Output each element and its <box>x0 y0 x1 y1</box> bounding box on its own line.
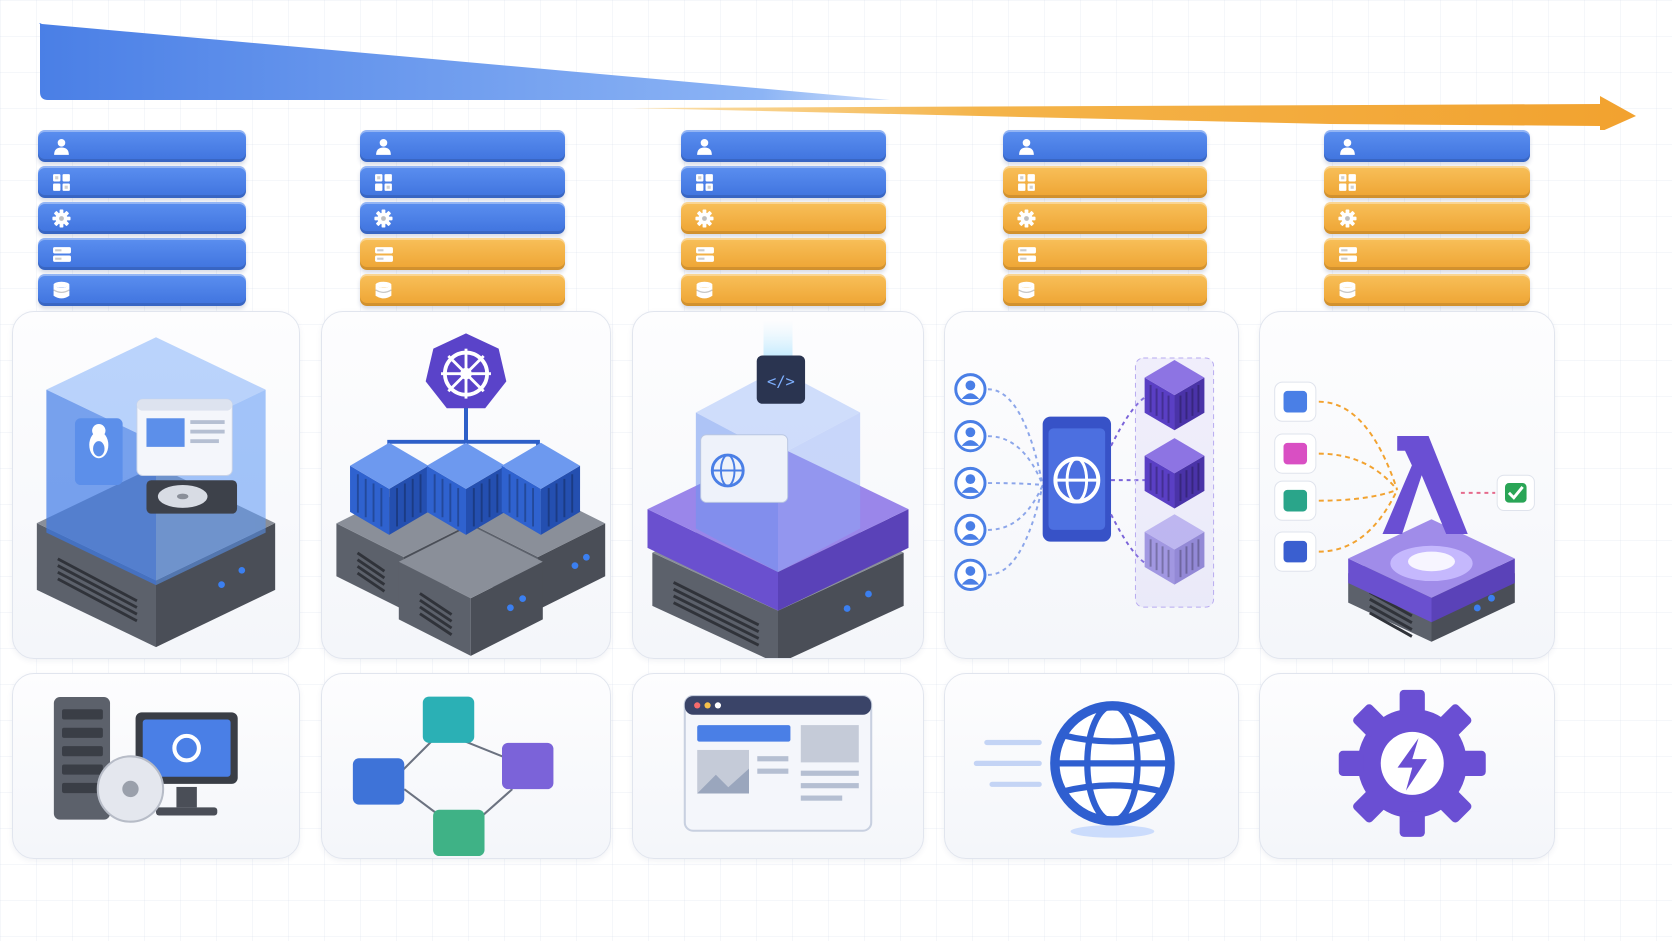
globe-speed-icon <box>973 701 1175 838</box>
database-icon <box>1274 381 1317 422</box>
gear-icon <box>52 209 71 228</box>
user-icon <box>376 139 391 155</box>
layer-bar-managed-by-provider <box>681 274 886 306</box>
layer-bar-managed-by-you <box>360 202 565 234</box>
responsibility-stack-4 <box>1003 130 1207 310</box>
layer-bar-managed-by-provider <box>360 274 565 306</box>
layer-bar-managed-by-provider <box>1003 238 1207 270</box>
user-avatar-icon <box>954 373 987 406</box>
database-icon <box>1339 281 1356 299</box>
user-icon <box>1019 139 1034 155</box>
user-avatar-icon <box>954 558 987 591</box>
server-rack-icon <box>1339 247 1357 262</box>
layer-bar-managed-by-you <box>360 166 565 198</box>
gear-icon <box>374 209 393 228</box>
layer-bar-managed-by-provider <box>1324 166 1530 198</box>
browser-window-icon <box>683 695 873 832</box>
service-icon-card-4 <box>944 673 1239 859</box>
responsibility-stack-2 <box>360 130 565 310</box>
layer-bar-managed-by-you <box>1324 130 1530 162</box>
layer-bar-managed-by-you <box>681 166 886 198</box>
app-window-icon <box>136 398 233 476</box>
code-tag-icon: </> <box>756 355 806 404</box>
calendar-icon <box>1274 433 1317 474</box>
globe-window-icon <box>700 434 789 503</box>
server-rack-icon <box>53 247 71 262</box>
responsibility-stack-1 <box>38 130 246 310</box>
user-avatar-icon <box>954 513 987 547</box>
apps-grid-icon <box>1339 174 1356 191</box>
service-icon-card-5 <box>1259 673 1555 859</box>
illustration-card-kubernetes-cluster <box>321 311 611 659</box>
kubernetes-cluster-illustration <box>336 333 606 656</box>
layer-bar-managed-by-you <box>38 274 246 306</box>
layer-bar-managed-by-you <box>38 202 246 234</box>
server-rack-icon <box>1018 247 1036 262</box>
clock-icon <box>1274 531 1317 572</box>
service-icon-card-3 <box>632 673 924 859</box>
layer-bar-managed-by-you <box>1003 130 1207 162</box>
layer-bar-managed-by-provider <box>681 238 886 270</box>
layer-bar-managed-by-provider <box>1324 274 1530 306</box>
layer-bar-managed-by-you <box>360 130 565 162</box>
lambda-event-triggers-illustration <box>1274 381 1535 642</box>
layer-bar-managed-by-provider <box>1003 166 1207 198</box>
lightning-gear-icon <box>1338 689 1486 837</box>
web-app-panel <box>1042 416 1112 542</box>
user-icon <box>1340 139 1355 155</box>
service-icon-card-1 <box>12 673 300 859</box>
managed-by-you-wedge <box>39 23 891 100</box>
layer-bar-managed-by-provider <box>1003 274 1207 306</box>
illustration-card-virtual-machine <box>12 311 300 659</box>
layer-bar-managed-by-you <box>681 130 886 162</box>
illustration-card-users-scaling-containers <box>944 311 1239 659</box>
layer-bar-managed-by-provider <box>1324 238 1530 270</box>
layer-bar-managed-by-provider <box>681 202 886 234</box>
layer-bar-managed-by-you <box>38 130 246 162</box>
server-monitor-disc-icon <box>53 697 238 823</box>
server-rack-icon <box>375 247 393 262</box>
responsibility-stack-3 <box>681 130 886 310</box>
checkmark-icon <box>1496 474 1535 511</box>
responsibility-stack-5 <box>1324 130 1530 310</box>
layer-bar-managed-by-provider <box>360 238 565 270</box>
database-icon <box>696 281 713 299</box>
managed-by-provider-arrow <box>630 96 1636 130</box>
illustration-card-lambda-event-triggers <box>1259 311 1555 659</box>
gear-icon <box>1338 209 1357 228</box>
gear-icon <box>1017 209 1036 228</box>
layer-bar-managed-by-you <box>38 166 246 198</box>
folder-icon <box>1274 480 1317 521</box>
responsibility-arrows <box>39 23 1636 130</box>
gear-icon <box>695 209 714 228</box>
virtual-machine-illustration <box>36 337 276 648</box>
layer-bar-managed-by-you <box>38 238 246 270</box>
user-icon <box>697 139 712 155</box>
apps-grid-icon <box>53 174 70 191</box>
server-rack-icon <box>696 247 714 262</box>
platform-container-illustration: </> <box>647 320 909 658</box>
user-icon <box>54 139 69 155</box>
user-avatar-icon <box>954 466 987 500</box>
connected-cubes-icon <box>352 696 554 856</box>
lambda-icon <box>1382 436 1468 534</box>
database-icon <box>375 281 392 299</box>
kubernetes-helm-icon <box>425 333 507 409</box>
disk-drive-icon <box>146 480 238 514</box>
svg-text:</>: </> <box>767 372 795 390</box>
apps-grid-icon <box>375 174 392 191</box>
apps-grid-icon <box>696 174 713 191</box>
database-icon <box>1018 281 1035 299</box>
users-scaling-containers-illustration <box>954 357 1215 608</box>
database-icon <box>53 281 70 299</box>
layer-bar-managed-by-provider <box>1003 202 1207 234</box>
service-icon-card-2 <box>321 673 611 859</box>
user-avatar-icon <box>954 420 987 453</box>
layer-bar-managed-by-provider <box>1324 202 1530 234</box>
apps-grid-icon <box>1018 174 1035 191</box>
illustration-card-platform-container: </> <box>632 311 924 659</box>
